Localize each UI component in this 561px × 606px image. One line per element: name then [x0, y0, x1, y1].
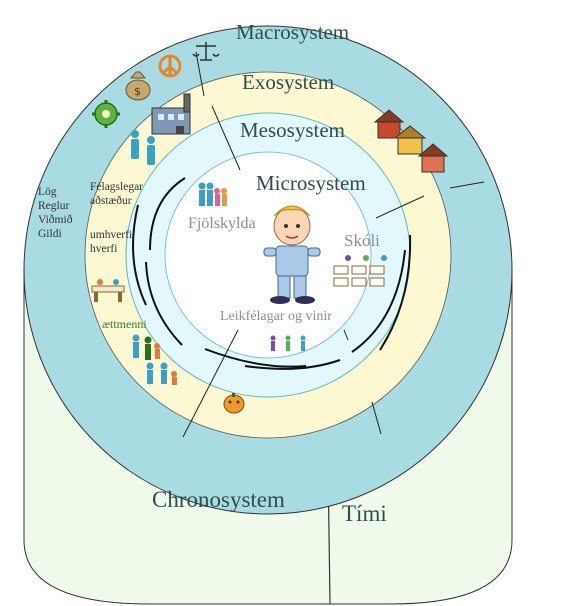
macro-values-list: Lög Reglur Viðmið Gildi — [38, 185, 72, 241]
houses-icon — [373, 109, 449, 173]
money-bag-icon: $ — [125, 71, 151, 101]
time-label: Tími — [342, 501, 387, 526]
macro-item: Gildi — [38, 228, 62, 240]
mesosystem-arcs — [132, 177, 412, 370]
scales-icon — [192, 42, 220, 61]
social-conditions-label: Félagslegar aðstæður — [90, 181, 144, 207]
school-label: Skóli — [344, 231, 380, 250]
peers-label: Leikfélagar og vinir — [220, 309, 332, 324]
exosystem-label: Exosystem — [242, 70, 335, 94]
mesosystem-label: Mesosystem — [240, 118, 345, 142]
macrosystem-label: Macrosystem — [236, 20, 350, 44]
family-label: Fjölskylda — [188, 215, 256, 232]
sector-dividers — [182, 51, 485, 438]
factory-icon — [151, 93, 191, 135]
macro-item: Viðmið — [38, 214, 73, 226]
svg-text:$: $ — [134, 85, 141, 98]
family-icon — [198, 182, 227, 206]
relatives-label: ættmenni — [102, 317, 147, 331]
child-figure — [263, 205, 321, 304]
macro-item: Reglur — [38, 200, 70, 212]
people-icon — [131, 130, 155, 165]
relatives-icon — [132, 334, 177, 385]
pumpkin-icon — [223, 393, 245, 414]
school-desks-icon — [333, 255, 387, 287]
peers-icon — [270, 335, 306, 351]
microsystem-label: Microsystem — [256, 171, 366, 195]
environment-label: umhverfi hverfi — [90, 229, 133, 255]
macro-item: Lög — [38, 186, 57, 198]
peace-icon — [158, 54, 182, 78]
chronosystem-label: Chronosystem — [152, 487, 285, 512]
gear-icon — [92, 100, 120, 128]
table-scene-icon — [91, 279, 125, 302]
